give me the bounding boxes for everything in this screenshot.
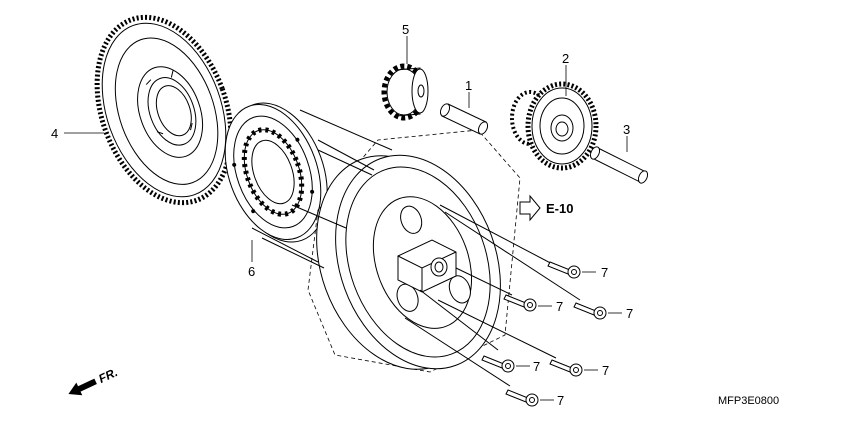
flywheel-assembly (307, 129, 521, 373)
direction-arrow-icon (68, 378, 97, 396)
bolt-7f (505, 389, 539, 407)
callout-6: 6 (248, 264, 255, 279)
part-2-idle-gear (510, 81, 599, 171)
bolt-7c (573, 302, 607, 320)
diagram-code: MFP3E0800 (718, 395, 779, 407)
part-6-one-way-clutch (224, 102, 328, 243)
callout-7f: 7 (557, 393, 564, 408)
reference-label: E-10 (546, 201, 573, 216)
part-4-starter-driven-gear (94, 14, 234, 206)
front-label: FR. (96, 365, 119, 386)
callout-7a: 7 (601, 265, 608, 280)
callout-7b: 7 (556, 299, 563, 314)
outline-arrow-icon (519, 194, 541, 222)
callout-7d: 7 (533, 359, 540, 374)
bolt-7a (547, 261, 581, 279)
callout-5: 5 (402, 22, 409, 37)
front-direction-indicator: FR. (68, 365, 120, 396)
callout-3: 3 (623, 122, 630, 137)
bolt-7d (481, 355, 515, 373)
part-1-shaft (439, 103, 489, 135)
assembly-guide-lines (251, 109, 581, 387)
callout-2: 2 (562, 51, 569, 66)
callout-1: 1 (465, 78, 472, 93)
part-7-bolts (481, 261, 607, 407)
bolt-7e (549, 359, 583, 377)
callout-7e: 7 (602, 363, 609, 378)
part-5-reduction-gear (381, 63, 429, 121)
callout-7c: 7 (626, 306, 633, 321)
part-3-shaft (589, 146, 649, 184)
callout-4: 4 (51, 126, 58, 141)
flywheel-hub (397, 239, 457, 293)
bolt-7b (503, 294, 537, 312)
reference-e10: E-10 (519, 194, 573, 222)
callout-leaders (64, 36, 628, 401)
